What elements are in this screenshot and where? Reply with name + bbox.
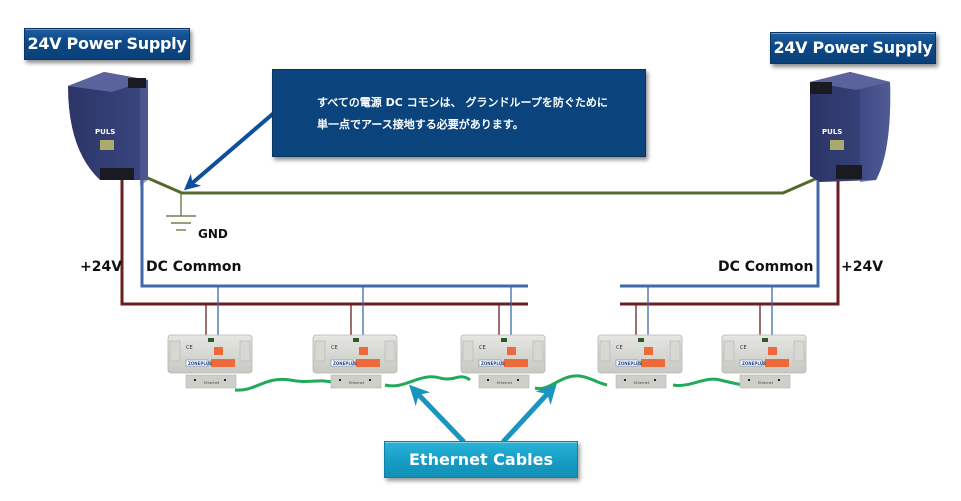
ce-mark-icon: CE — [740, 345, 747, 351]
power-supply-title-left: 24V Power Supply — [24, 28, 190, 60]
ce-mark-icon: CE — [331, 345, 338, 351]
ethernet-port-label: Ethernet — [634, 381, 650, 385]
module-brand: ZONEPLUS — [742, 361, 766, 366]
ps-brand-left: PULS — [95, 128, 115, 136]
ethernet-port-label: Ethernet — [758, 381, 774, 385]
grounding-note-callout: すべての電源 DC コモンは、 グランドループを防ぐために 単一点でアース接地す… — [272, 69, 646, 157]
ground-symbol-icon — [166, 193, 196, 231]
ce-mark-icon: CE — [616, 345, 623, 351]
ethernet-port-label: Ethernet — [497, 381, 513, 385]
plus24-bus — [120, 176, 840, 306]
status-led-indicator — [768, 347, 777, 355]
io-module: ZONEPLUS CE Ethernet — [167, 334, 253, 389]
gnd-label: GND — [198, 227, 228, 241]
status-led-indicator — [644, 347, 653, 355]
status-led-indicator — [507, 347, 516, 355]
power-supply-left: PULS — [68, 72, 148, 186]
ethernet-port-strip — [478, 374, 530, 389]
module-brand: ZONEPLUS — [618, 361, 642, 366]
io-module: ZONEPLUS CE Ethernet — [312, 334, 398, 389]
io-module: ZONEPLUS CE Ethernet — [460, 334, 546, 389]
io-module: ZONEPLUS CE Ethernet — [597, 334, 683, 389]
plus24-label-right: +24V — [841, 259, 884, 275]
ethernet-port-strip — [739, 374, 791, 389]
ce-mark-icon: CE — [186, 345, 193, 351]
ethernet-port-strip — [615, 374, 667, 389]
note-line-2: 単一点でアース接地する必要があります。 — [317, 118, 524, 131]
ethernet-cable — [234, 374, 749, 392]
ce-mark-icon: CE — [479, 345, 486, 351]
module-brand: ZONEPLUS — [333, 361, 357, 366]
note-line-1: すべての電源 DC コモンは、 グランドループを防ぐために — [317, 96, 608, 109]
ethernet-port-strip — [330, 374, 382, 389]
ethernet-cables-label: Ethernet Cables — [384, 441, 578, 478]
io-modules: ZONEPLUSCEEthernetZONEPLUSCEEthernetZONE… — [167, 334, 807, 389]
dc-common-bus — [140, 176, 820, 288]
status-led-indicator — [359, 347, 368, 355]
dc-common-label-left: DC Common — [146, 259, 242, 275]
status-led-indicator — [214, 347, 223, 355]
plus24-label-left: +24V — [80, 259, 123, 275]
module-brand: ZONEPLUS — [188, 361, 212, 366]
module-brand: ZONEPLUS — [481, 361, 505, 366]
ethernet-arrow-right — [501, 383, 557, 444]
ethernet-port-label: Ethernet — [204, 381, 220, 385]
ethernet-arrow-left — [409, 384, 466, 444]
io-module: ZONEPLUS CE Ethernet — [721, 334, 807, 389]
ground-callout-arrow — [183, 110, 277, 191]
module-drop-wires — [205, 286, 773, 335]
ground-wire — [142, 174, 823, 195]
power-supply-right: PULS — [810, 72, 891, 182]
dc-common-label-right: DC Common — [718, 259, 814, 275]
ethernet-port-label: Ethernet — [349, 381, 365, 385]
ps-brand-right: PULS — [822, 128, 842, 136]
power-supply-title-right: 24V Power Supply — [770, 32, 936, 64]
ethernet-port-strip — [185, 374, 237, 389]
